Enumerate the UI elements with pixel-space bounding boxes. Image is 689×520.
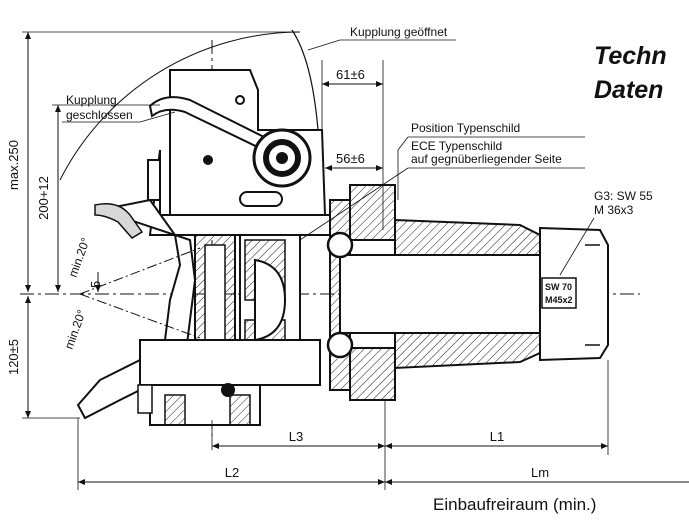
dim-handle-offset: 61±6 [336, 67, 365, 82]
dim-max-height: max.250 [6, 140, 21, 190]
coupling-pin-hole [147, 159, 161, 201]
coupling-bottom-bolt [164, 394, 186, 426]
label-g3-thread: M 36x3 [594, 203, 634, 217]
heading-line-1: Techn [594, 42, 667, 70]
coupling-lower-screw [221, 383, 235, 397]
flange-plate-lower [349, 347, 396, 401]
dim-lever-offset: 56±6 [336, 151, 365, 166]
leader-coupling-open [307, 39, 341, 51]
coupling-slot [239, 191, 283, 207]
nut-size-label: SW 70 [545, 282, 572, 292]
coupling-bottom-nut [229, 394, 251, 426]
handle-open-ghost [291, 29, 319, 131]
dim-gap: 5 [88, 281, 103, 288]
label-coupling-closed-2: geschlossen [66, 108, 133, 122]
dim-l1: L1 [490, 429, 504, 444]
label-ece-plate-1: ECE Typenschild [411, 139, 502, 153]
dim-angle-down: min.20° [62, 308, 89, 351]
seal-ring-upper [326, 231, 354, 259]
coupling-damper-section [254, 258, 287, 342]
leader-coupling-closed [139, 111, 176, 123]
coupling-screw-upper [203, 155, 213, 165]
label-position-plate: Position Typenschild [411, 121, 520, 135]
dim-l2: L2 [225, 465, 239, 480]
leader-ece-plate [299, 167, 409, 241]
shank-bore [339, 254, 541, 334]
label-ece-plate-2: auf gegnüberliegender Seite [411, 152, 562, 166]
shank-upper-section [394, 218, 541, 256]
dim-upper-height: 200+12 [36, 176, 51, 220]
handle-wheel-hub [276, 152, 288, 164]
seal-ring-lower [326, 331, 354, 359]
handle-swing-arc [59, 31, 301, 181]
coupling-jaw-tip [94, 203, 144, 239]
leader-position-plate [397, 136, 409, 151]
label-g3-size: G3: SW 55 [594, 189, 653, 203]
label-coupling-open: Kupplung geöffnet [350, 25, 448, 39]
leader-g3 [559, 217, 595, 276]
heading-line-2: Daten [594, 76, 663, 104]
flange-plate-upper [349, 184, 396, 241]
shank-lower-section [394, 332, 541, 370]
end-nut-label-box [541, 277, 577, 309]
coupling-screw-mid [235, 95, 245, 105]
label-coupling-closed-1: Kupplung [66, 93, 117, 107]
coupling-base-plate [139, 339, 321, 386]
dim-l3: L3 [289, 429, 303, 444]
angle-ray-down [79, 293, 201, 339]
caption-installation-space: Einbaufreiraum (min.) [433, 495, 596, 514]
coupling-bracket [137, 384, 153, 414]
dim-angle-up: min.20° [66, 236, 93, 279]
dim-lm: Lm [531, 465, 549, 480]
nut-thread-label: M45x2 [545, 295, 573, 305]
dim-lower-height: 120±5 [6, 339, 21, 375]
